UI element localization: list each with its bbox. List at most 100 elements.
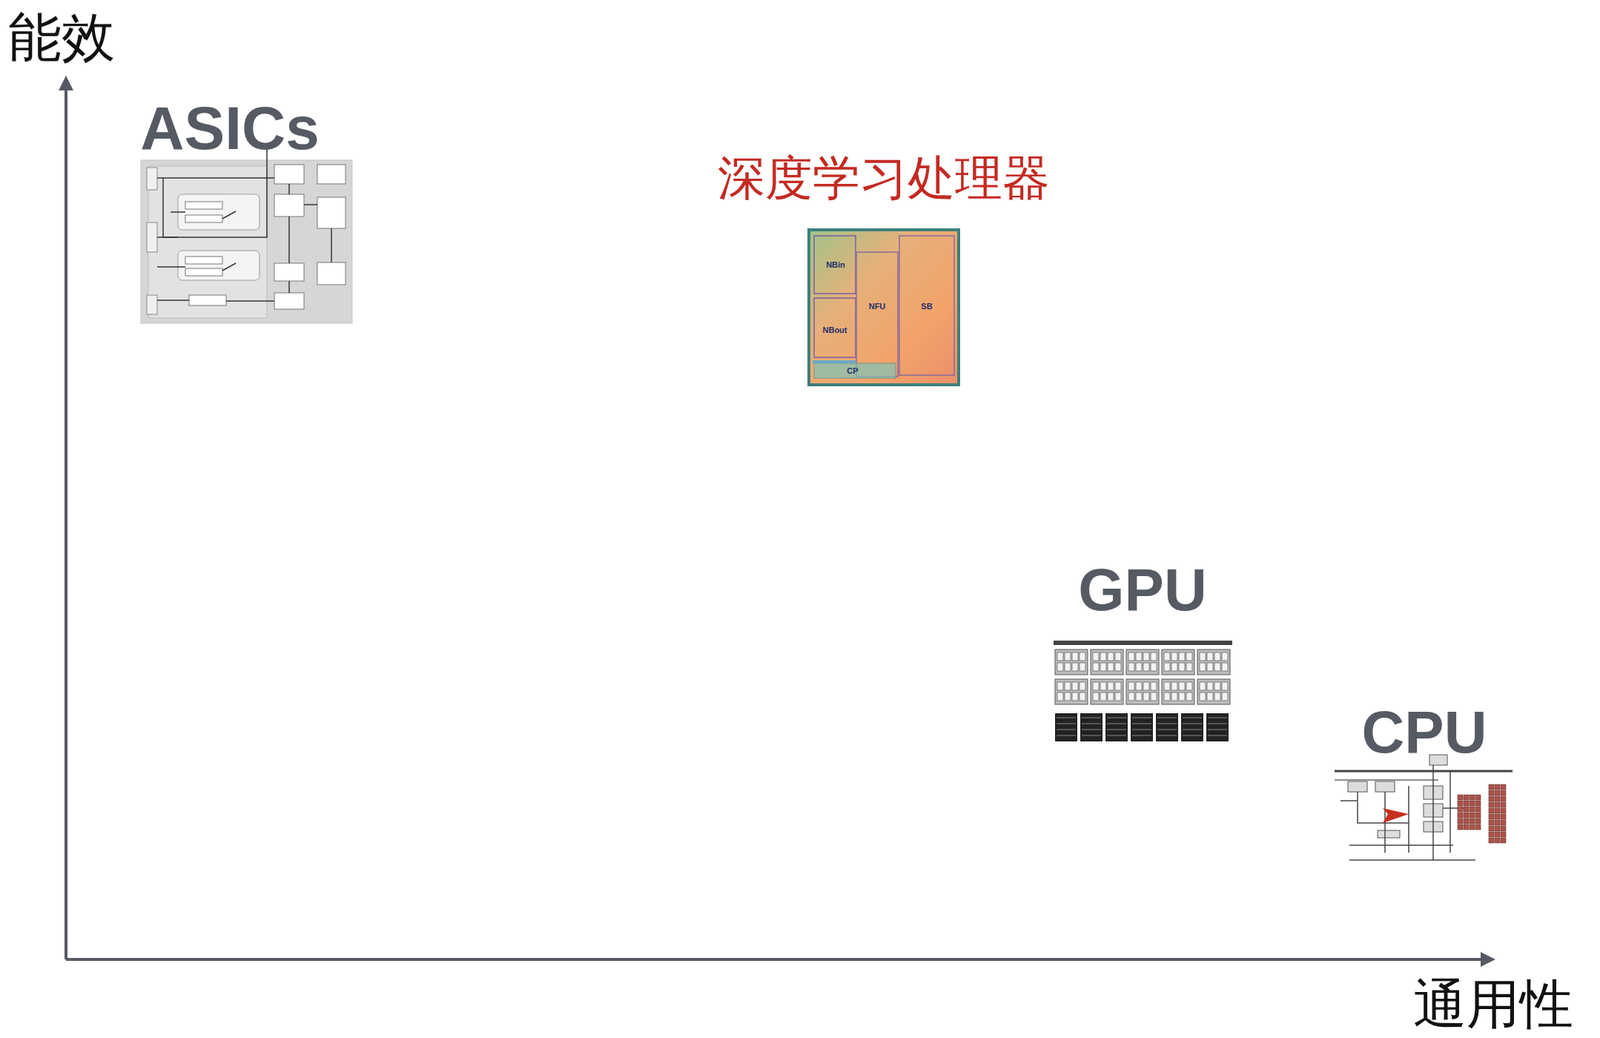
gpu-core xyxy=(1178,662,1185,671)
cpu-cache-cell xyxy=(1463,812,1469,818)
gpu-core xyxy=(1171,652,1178,661)
cpu-cache-cell xyxy=(1475,824,1481,830)
axis-label: 通用性 xyxy=(1413,977,1574,1031)
category-label: 深度学习处理器 xyxy=(717,154,1050,202)
cpu-cache-cell xyxy=(1500,796,1506,802)
die-block-label: NFU xyxy=(868,302,887,311)
gpu-core xyxy=(1072,692,1079,701)
processor-die-photo xyxy=(808,229,959,385)
gpu-memory-stripe xyxy=(1132,717,1152,719)
cpu-cache-cell xyxy=(1457,818,1463,824)
gpu-core xyxy=(1135,682,1142,691)
die-block-label: NBin xyxy=(825,260,846,270)
cpu-cache-cell xyxy=(1488,802,1494,808)
gpu-core xyxy=(1150,682,1157,691)
gpu-core xyxy=(1164,692,1170,701)
cpu-cache-cell xyxy=(1457,812,1463,818)
gpu-core xyxy=(1092,652,1099,661)
gpu-core xyxy=(1207,692,1213,701)
gpu-memory-stripe xyxy=(1157,735,1177,737)
gpu-core xyxy=(1143,692,1150,701)
gpu-core xyxy=(1107,662,1114,671)
gpu-cluster xyxy=(1055,679,1088,705)
gpu-core xyxy=(1107,692,1114,701)
cpu-cache-cell xyxy=(1457,824,1463,830)
gpu-core xyxy=(1164,652,1170,661)
cpu-cache-cell xyxy=(1469,824,1475,830)
gpu-core xyxy=(1135,662,1142,671)
gpu-memory-stripe xyxy=(1157,729,1177,731)
gpu-cluster xyxy=(1197,679,1231,705)
gpu-core xyxy=(1171,682,1178,691)
cpu-cache-cell xyxy=(1475,806,1481,812)
gpu-memory-stripe xyxy=(1081,735,1102,737)
gpu-cluster xyxy=(1126,649,1159,675)
gpu-core xyxy=(1199,652,1206,661)
cpu-cache-cell xyxy=(1500,831,1506,838)
gpu-core xyxy=(1100,682,1107,691)
gpu-memory-block xyxy=(1181,713,1204,742)
gpu-core xyxy=(1064,692,1071,701)
gpu-core xyxy=(1171,662,1178,671)
gpu-memory-stripe xyxy=(1207,729,1228,731)
gpu-memory-block xyxy=(1080,713,1103,742)
gpu-core xyxy=(1115,692,1122,701)
gpu-core xyxy=(1057,692,1064,701)
cpu-cache-cell xyxy=(1475,800,1481,806)
gpu-core xyxy=(1150,662,1157,671)
cpu-cache-cell xyxy=(1500,802,1506,808)
x-axis xyxy=(65,957,1489,961)
gpu-core xyxy=(1150,652,1157,661)
gpu-core xyxy=(1064,652,1071,661)
category-label: ASICs xyxy=(140,97,320,159)
gpu-core xyxy=(1107,652,1114,661)
gpu-memory-stripe xyxy=(1106,723,1127,725)
gpu-core xyxy=(1199,662,1206,671)
gpu-core xyxy=(1057,652,1064,661)
gpu-memory-block xyxy=(1055,713,1078,742)
cpu-cache-cell xyxy=(1469,800,1475,806)
gpu-memory-stripe xyxy=(1207,717,1228,719)
gpu-core xyxy=(1092,692,1099,701)
gpu-core xyxy=(1128,652,1135,661)
cpu-cache-cell xyxy=(1475,818,1481,824)
cpu-cache-cell xyxy=(1494,790,1500,796)
cpu-cache-cell xyxy=(1494,808,1500,814)
gpu-cluster xyxy=(1161,649,1195,675)
gpu-memory-block xyxy=(1155,713,1179,742)
gpu-memory-stripe xyxy=(1182,729,1202,731)
cpu-cache-cell xyxy=(1469,794,1475,800)
gpu-core xyxy=(1186,662,1193,671)
gpu-memory-stripe xyxy=(1157,717,1177,719)
gpu-cluster xyxy=(1055,649,1088,675)
die-block-label: SB xyxy=(920,302,932,311)
gpu-core xyxy=(1214,662,1221,671)
die-block-label: CP xyxy=(846,367,858,376)
gpu-core xyxy=(1072,682,1079,691)
gpu-core xyxy=(1199,692,1206,701)
gpu-memory-stripe xyxy=(1207,723,1228,725)
gpu-memory-stripe xyxy=(1157,723,1177,725)
y-axis xyxy=(64,83,68,960)
cpu-cache-cell xyxy=(1494,814,1500,820)
gpu-core xyxy=(1207,652,1213,661)
gpu-memory-stripe xyxy=(1106,729,1127,731)
gpu-core xyxy=(1186,682,1193,691)
cpu-cache-cell xyxy=(1500,837,1506,844)
cpu-cache-cell xyxy=(1500,825,1506,832)
cpu-cache-cell xyxy=(1494,784,1500,790)
cpu-cache-cell xyxy=(1463,818,1469,824)
axis-label: 能效 xyxy=(8,10,115,64)
gpu-core xyxy=(1079,652,1086,661)
gpu-core xyxy=(1221,682,1228,691)
cpu-cache-cell xyxy=(1488,790,1494,796)
gpu-core xyxy=(1100,692,1107,701)
cpu-cache-cell xyxy=(1488,825,1494,832)
gpu-cluster xyxy=(1126,679,1159,705)
gpu-core xyxy=(1221,662,1228,671)
cpu-cache-cell xyxy=(1494,825,1500,832)
cpu-cache-cell xyxy=(1469,812,1475,818)
gpu-core xyxy=(1143,682,1150,691)
cpu-cache-cell xyxy=(1488,808,1494,814)
cpu-cache-cell xyxy=(1500,790,1506,796)
